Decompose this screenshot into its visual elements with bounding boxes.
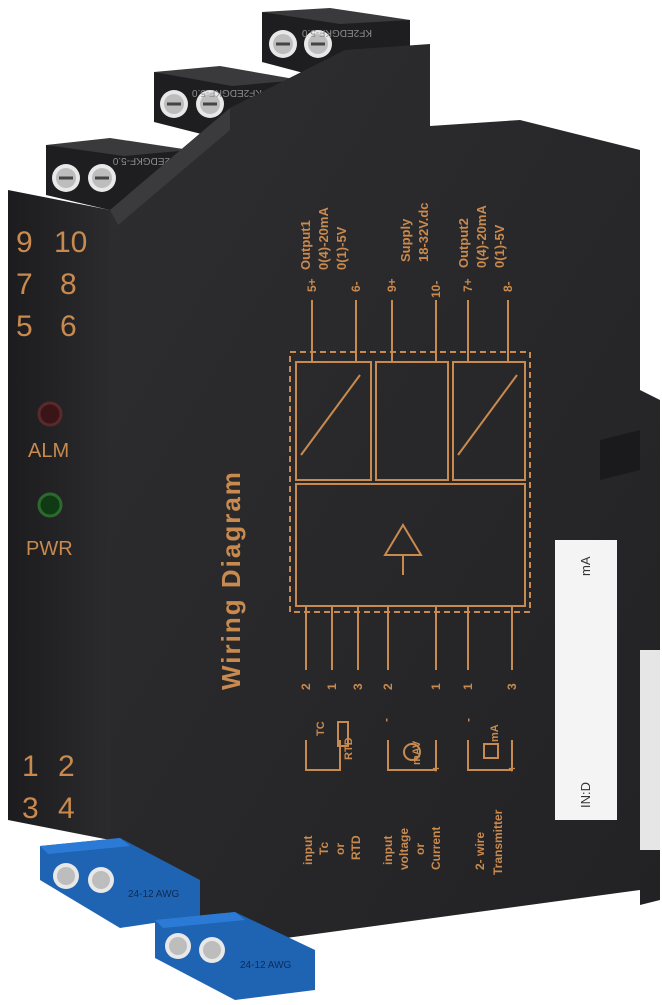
terminal-number: 5 [16, 310, 33, 343]
plus-sign: + [429, 765, 443, 772]
tc-symbol-label: TC [315, 721, 327, 736]
minus-sign: - [461, 718, 475, 722]
label-unit: mA [578, 556, 593, 576]
housing-side [110, 44, 660, 945]
terminal-label: 3 [505, 683, 519, 690]
terminal-number: 10 [54, 226, 88, 259]
power-led-label: PWR [26, 538, 73, 560]
ma-symbol-label: mA [489, 724, 501, 742]
terminal-number: 3 [22, 792, 39, 825]
alarm-led-label: ALM [28, 440, 70, 462]
supply-block [375, 361, 449, 481]
terminal-label: 2 [381, 683, 395, 690]
output2-label: Output2 [456, 218, 471, 268]
input-voltage-line: voltage [397, 828, 411, 870]
alarm-led-icon [37, 401, 63, 427]
input-voltage-line: Current [429, 827, 443, 870]
terminal-label: 5+ [305, 278, 319, 292]
power-led-icon [37, 492, 63, 518]
output1-label: Output1 [298, 220, 313, 270]
terminal-label: 9+ [385, 278, 399, 292]
connector-label-2: KF2EDGKF-5.0 [192, 87, 262, 98]
output1-range1: 0(4)-20mA [316, 207, 331, 270]
diagram-outline [289, 351, 531, 613]
terminal-number: 8 [60, 268, 77, 301]
terminal-label: 3 [351, 683, 365, 690]
top-connector-3: KF2EDGKF-5.0 [262, 8, 410, 80]
input-tc-line: or [333, 843, 347, 855]
terminal-label: 2 [299, 683, 313, 690]
terminal-label: 1 [461, 683, 475, 690]
input-tc-line: input [301, 836, 315, 865]
terminal-label: 6- [349, 281, 363, 292]
plus-sign: + [505, 765, 519, 772]
output1-block [295, 361, 372, 481]
awg-label-2: 24-12 AWG [240, 960, 292, 971]
terminal-number: 2 [58, 750, 75, 783]
terminal-number: 1 [22, 750, 39, 783]
wiring-diagram-title: Wiring Diagram [216, 470, 246, 690]
terminal-number: 7 [16, 268, 33, 301]
terminal-number: 6 [60, 310, 77, 343]
transmitter-line: 2- wire [473, 832, 487, 870]
awg-label-1: 24-12 AWG [128, 889, 180, 900]
output2-block [452, 361, 526, 481]
output2-range1: 0(4)-20mA [474, 205, 489, 268]
input-tc-line: RTD [349, 835, 363, 860]
input-voltage-line: input [381, 836, 395, 865]
rtd-symbol-label: RTD [343, 737, 355, 760]
front-panel [8, 190, 110, 840]
terminal-label: 7+ [461, 278, 475, 292]
mav-symbol-label: mAV [411, 740, 423, 765]
terminal-label: 10- [429, 281, 443, 298]
connector-label-3: KF2EDGKF-5.0 [302, 27, 372, 38]
supply-label: Supply [398, 218, 413, 262]
terminal-number: 4 [58, 792, 75, 825]
output2-range2: 0(1)-5V [492, 224, 507, 268]
label-id: IN:D [578, 782, 593, 808]
wiring-diagram [289, 300, 531, 771]
output1-range2: 0(1)-5V [334, 226, 349, 270]
bottom-connector-2: 24-12 AWG [155, 912, 315, 1000]
input-voltage-line: or [413, 843, 427, 855]
info-label [555, 540, 617, 820]
minus-sign: - [379, 718, 393, 722]
terminal-number: 9 [16, 226, 33, 259]
terminal-label: 1 [429, 683, 443, 690]
terminal-label: 8- [501, 281, 515, 292]
bottom-connector-1: 24-12 AWG [40, 838, 200, 928]
terminal-label: 1 [325, 683, 339, 690]
supply-range: 18-32V.dc [416, 202, 431, 262]
connector-label-1: 2EDGKF-5.0 [112, 155, 170, 166]
input-block [295, 483, 526, 607]
input-tc-line: Tc [317, 842, 331, 855]
transmitter-line: Transmitter [491, 809, 505, 875]
